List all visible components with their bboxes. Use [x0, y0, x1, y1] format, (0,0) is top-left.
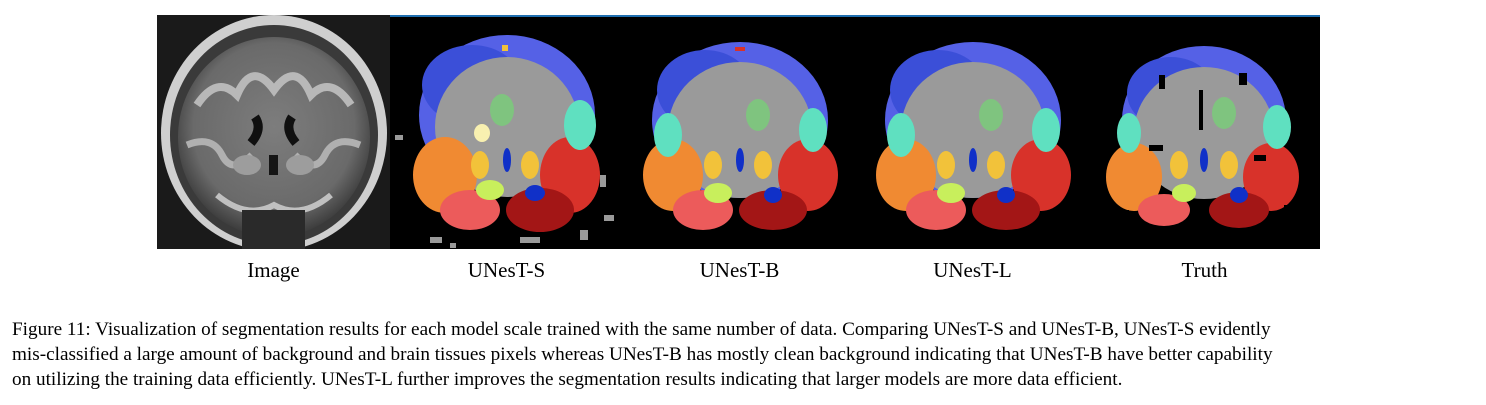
figure-caption: Figure 11: Visualization of segmentation…: [12, 317, 1478, 392]
segmentation-map-truth: [1106, 46, 1299, 228]
segmentation-map-unest-l: [876, 42, 1071, 230]
segmentation-map-unest-b: [643, 42, 838, 230]
figure-image-strip: [157, 15, 1320, 249]
caption-line-1: Figure 11: Visualization of segmentation…: [12, 319, 1271, 340]
segmentation-map-unest-s: [395, 35, 614, 248]
mri-brain-scan: [157, 15, 390, 249]
panel-unest-l-segmentation: [856, 15, 1089, 249]
brain-regions: [413, 35, 600, 232]
label-unest-l: UNesT-L: [933, 258, 1012, 282]
label-unest-b: UNesT-B: [699, 258, 780, 282]
noise-speckles: [395, 135, 614, 248]
label-image: Image: [247, 258, 300, 282]
panel-unest-b-segmentation: [623, 15, 856, 249]
caption-line-2: mis-classified a large amount of backgro…: [12, 344, 1273, 365]
panel-truth-segmentation: [1089, 15, 1320, 249]
label-unest-s: UNesT-S: [467, 258, 546, 282]
caption-line-3: on utilizing the training data efficient…: [12, 369, 1123, 390]
truth-gaps: [1109, 73, 1294, 218]
panel-unest-s-segmentation: [390, 15, 623, 249]
label-truth: Truth: [1181, 258, 1228, 282]
panel-image-mri: [157, 15, 390, 249]
